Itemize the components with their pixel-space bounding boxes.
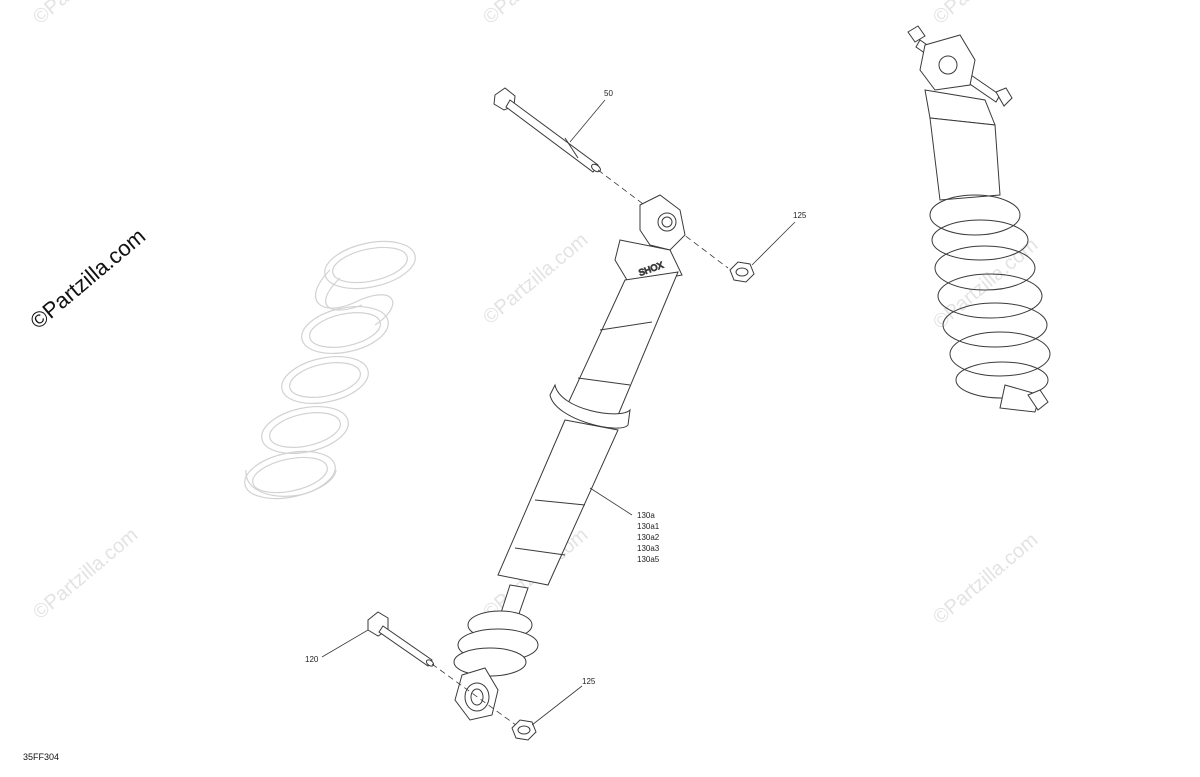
diagram-reference-code: 35FF304 — [23, 752, 60, 762]
callout-120: 120 — [305, 655, 319, 664]
watermark-faint: ©Partzilla.com — [929, 529, 1042, 629]
callout-130a: 130a — [637, 511, 655, 520]
watermark-faint: ©Partzilla.com — [29, 524, 142, 624]
watermark-main: ©Partzilla.com — [25, 223, 150, 334]
coil-spring — [244, 240, 416, 500]
watermark-faint: ©Partzilla.com — [479, 229, 592, 329]
assembled-shock — [907, 25, 1051, 413]
axis-line-bottom — [431, 663, 521, 729]
shock-absorber: SHOX — [453, 194, 686, 721]
callout-50: 50 — [604, 89, 613, 98]
watermark-faint: ©Partzilla.com — [929, 0, 1042, 29]
nut-bottom — [511, 719, 537, 741]
leader-lines — [321, 99, 796, 726]
callout-130a2: 130a2 — [637, 533, 660, 542]
watermark-faint: ©Partzilla.com — [479, 0, 592, 29]
callout-130a1: 130a1 — [637, 522, 660, 531]
callout-130a3: 130a3 — [637, 544, 660, 553]
callout-125-top: 125 — [793, 211, 807, 220]
bolt-top — [493, 87, 601, 173]
nut-top — [729, 261, 755, 283]
bolt-bottom — [367, 611, 435, 667]
callout-130a5: 130a5 — [637, 555, 660, 564]
watermark-faint: ©Partzilla.com — [29, 0, 142, 29]
callout-125-bottom: 125 — [582, 677, 596, 686]
